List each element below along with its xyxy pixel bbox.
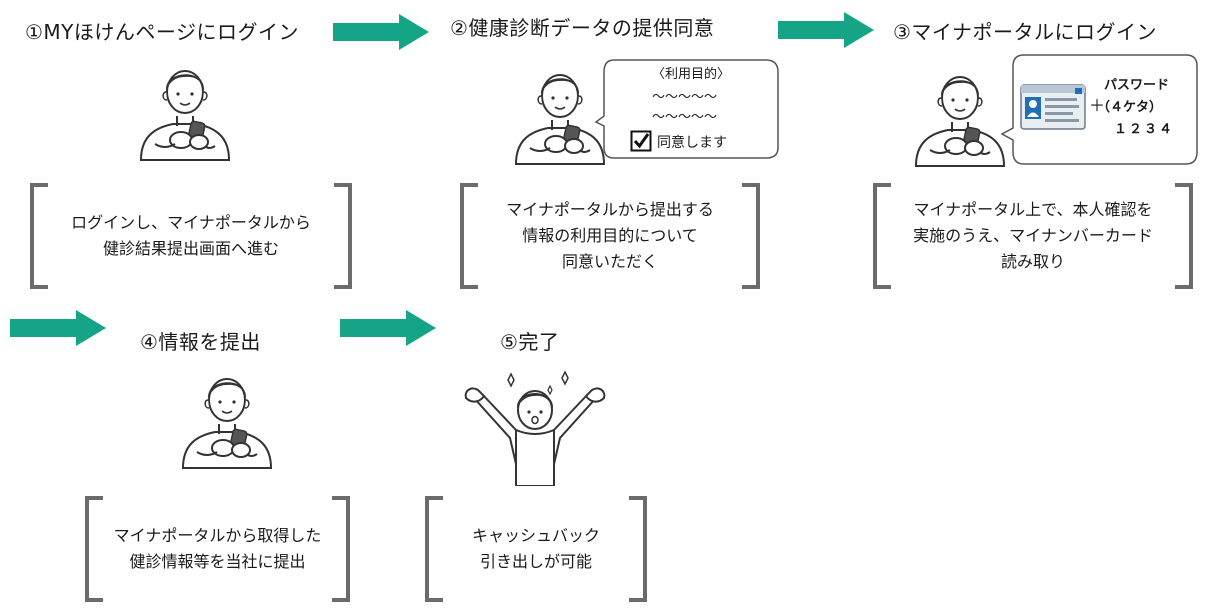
step-4-line-1: マイナポータルから取得した [113,526,322,545]
password-digits-note: （４ケタ） [1097,100,1163,115]
bracket-right [742,183,760,289]
step-2-title: ②健康診断データの提供同意 [450,16,715,40]
bracket-right [629,496,647,602]
password-speech-bubble [1000,54,1198,165]
step-3-description-box: マイナポータル上で、本人確認を 実施のうえ、マイナンバーカード 読み取り [873,183,1193,289]
step-3-line-2: 実施のうえ、マイナンバーカード [913,226,1153,245]
step-3-title: ③マイナポータルにログイン [893,20,1158,44]
bracket-left [30,183,48,289]
person-with-phone-icon [915,76,1005,167]
person-with-phone-icon [140,70,230,161]
bracket-left [460,183,478,289]
bracket-left [425,496,443,602]
step-4-line-2: 健診情報等を当社に提出 [129,552,306,571]
bracket-left [85,496,103,602]
step-1-line-1: ログインし、マイナポータルから [71,213,311,232]
step-3-line-1: マイナポータル上で、本人確認を [913,200,1153,219]
arrow-right-icon [333,14,429,50]
step-5-line-2: 引き出しが可能 [479,552,592,571]
step-2-line-3: 同意いただく [561,252,658,271]
arrow-right-icon [340,310,436,346]
consent-wave-line-1: ～～～～～ [652,90,718,105]
step-4-title: ④情報を提出 [140,330,261,354]
step-4-description-box: マイナポータルから取得した 健診情報等を当社に提出 [85,496,350,602]
step-5-title: ⑤完了 [500,330,560,354]
step-5-description-box: キャッシュバック 引き出しが可能 [425,496,647,602]
step-3-line-3: 読み取り [1000,252,1065,271]
person-with-phone-icon [182,378,272,469]
bracket-right [334,183,352,289]
consent-checkbox-label: 同意します [657,135,727,151]
person-celebrating-icon [464,370,606,486]
step-2-line-2: 情報の利用目的について [522,226,698,245]
step-5-line-1: キャッシュバック [471,526,600,545]
consent-heading: 〈利用目的〉 [652,67,731,82]
bracket-left [873,183,891,289]
arrow-right-icon [778,12,874,48]
password-example: １２３４ [1114,122,1175,137]
plus-sign: ＋ [1089,96,1106,115]
step-2-description-box: マイナポータルから提出する 情報の利用目的について 同意いただく [460,183,760,289]
step-1-line-2: 健診結果提出画面へ進む [102,239,279,258]
step-2-line-1: マイナポータルから提出する [506,200,714,219]
bracket-right [332,496,350,602]
checkbox-checked-icon [630,130,652,152]
step-1-description-box: ログインし、マイナポータルから 健診結果提出画面へ進む [30,183,352,289]
id-card-icon [1020,84,1086,130]
consent-wave-line-2: ～～～～～ [652,110,718,125]
arrow-right-icon [10,310,106,346]
step-1-title: ①MYほけんページにログイン [25,20,300,44]
bracket-right [1175,183,1193,289]
password-label: パスワード [1104,78,1170,93]
